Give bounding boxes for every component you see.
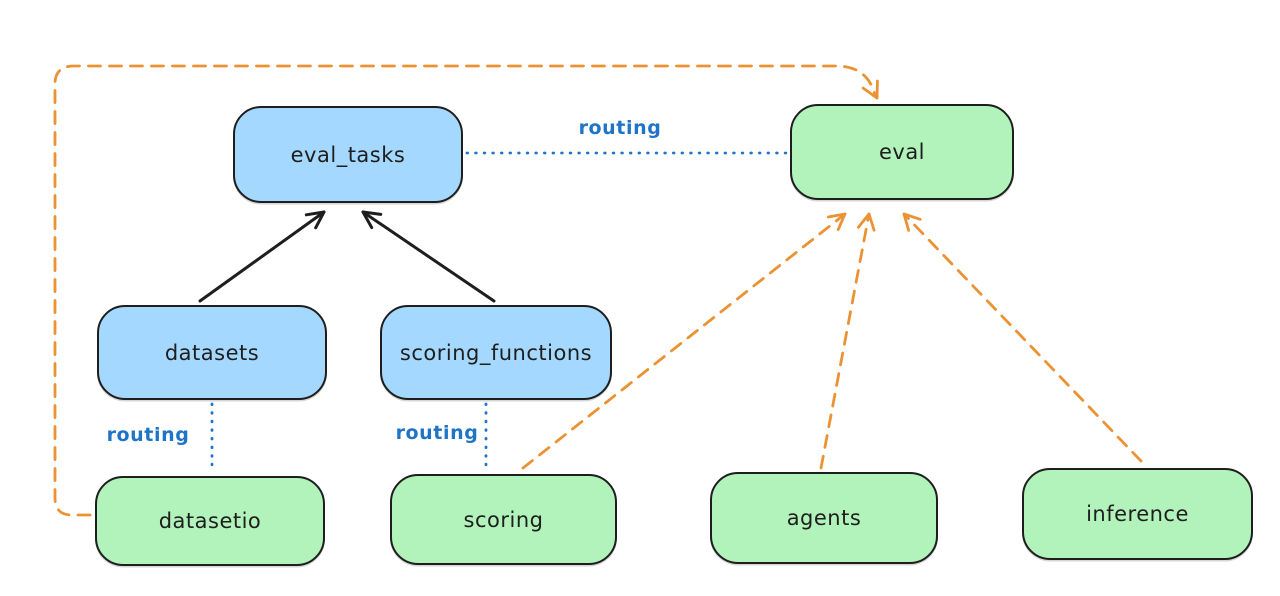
edge-inference-to-eval <box>902 212 1143 463</box>
edge-agents-to-eval <box>819 212 876 470</box>
node-datasetio: datasetio <box>95 476 325 566</box>
node-scoring-functions-label: scoring_functions <box>399 340 593 365</box>
edge-label-routing-scoring-functions-scoring: routing <box>395 422 479 444</box>
edge-label-routing-eval-tasks-eval: routing <box>578 117 662 139</box>
node-eval-tasks-label: eval_tasks <box>290 142 406 167</box>
node-datasetio-label: datasetio <box>158 509 262 533</box>
edge-datasetio-to-eval <box>53 64 879 517</box>
node-scoring: scoring <box>390 474 617 565</box>
node-datasets: datasets <box>97 305 327 400</box>
node-agents: agents <box>710 472 938 564</box>
node-inference-label: inference <box>1086 502 1189 526</box>
node-inference: inference <box>1022 468 1253 560</box>
node-eval: eval <box>790 104 1014 200</box>
edge-label-routing-datasets-datasetio: routing <box>106 424 190 446</box>
node-scoring-functions: scoring_functions <box>380 305 612 400</box>
edge-scoring-functions-to-eval-tasks <box>361 210 496 303</box>
node-datasets-label: datasets <box>164 340 260 365</box>
node-scoring-label: scoring <box>463 507 544 532</box>
edge-datasets-to-eval-tasks <box>198 210 326 303</box>
node-eval-label: eval <box>878 140 926 164</box>
node-eval-tasks: eval_tasks <box>233 106 463 203</box>
node-agents-label: agents <box>786 506 862 530</box>
